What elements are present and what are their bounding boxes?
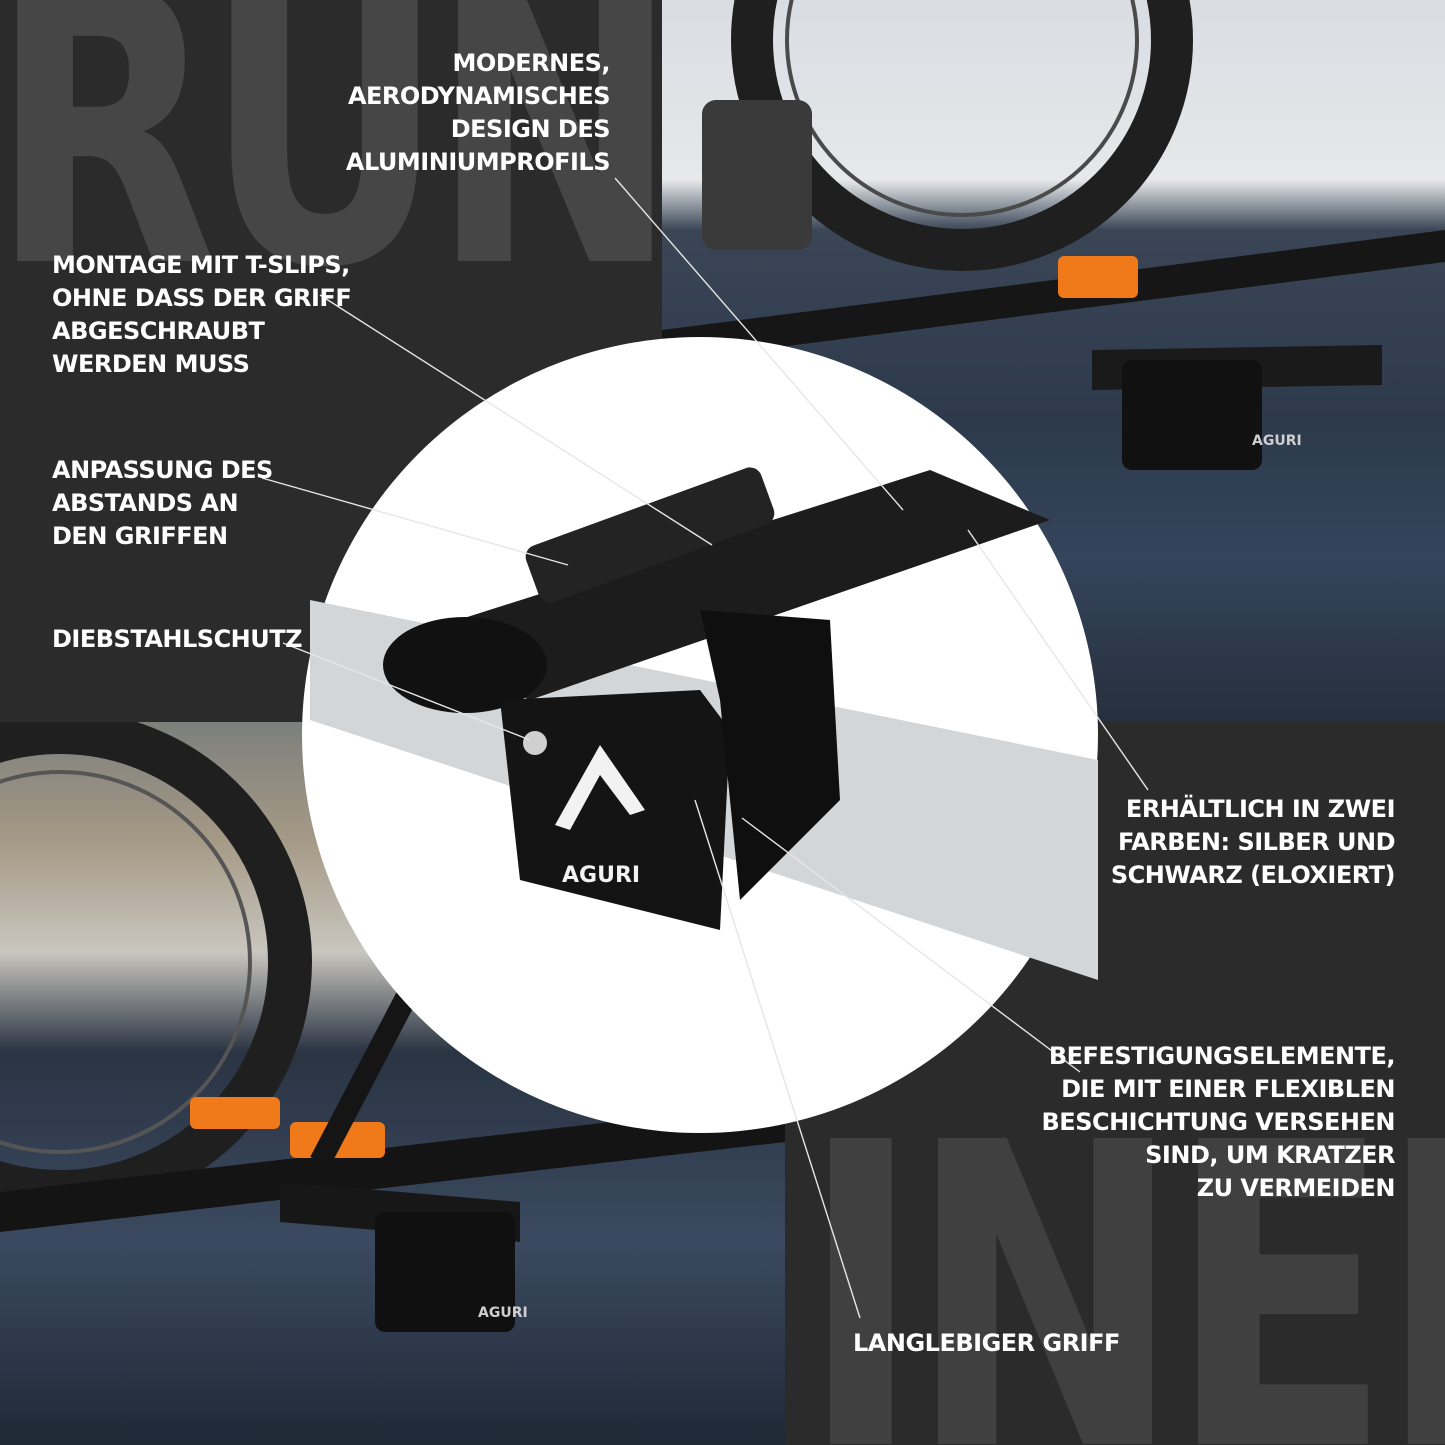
label-spacing: ANPASSUNG DES ABSTANDS AN DEN GRIFFEN xyxy=(52,456,273,550)
label-fasteners: BEFESTIGUNGSELEMENTE, DIE MIT EINER FLEX… xyxy=(1041,1042,1396,1202)
foot-logo-text-rear: AGURI xyxy=(1252,433,1302,449)
roof-rack-foot-rear xyxy=(1122,360,1262,470)
orange-clamp xyxy=(1058,256,1138,298)
crossbar-end-cap xyxy=(383,617,547,713)
anti-theft-lock xyxy=(523,731,547,755)
label-colors: ERHÄLTLICH IN ZWEI FARBEN: SILBER UND SC… xyxy=(1110,795,1396,889)
t-slip-channel xyxy=(525,467,775,603)
bike-carrier-rail xyxy=(0,1102,785,1232)
leader-line-theft xyxy=(282,642,531,741)
foot-logo-text-front: AGURI xyxy=(478,1305,528,1321)
label-mounting: MONTAGE MIT T-SLIPS, OHNE DASS DER GRIFF… xyxy=(52,251,352,378)
leader-line-fasteners xyxy=(741,817,1081,1073)
leader-line-spacing xyxy=(261,477,569,566)
aguri-logo-mark xyxy=(555,745,645,830)
aluminium-crossbar xyxy=(395,470,1050,700)
leader-line-design xyxy=(614,177,904,511)
bike-pedal xyxy=(702,100,812,250)
roof-bike-photo-bottom: AGURI xyxy=(0,710,785,1332)
roof-rack-foot-front xyxy=(375,1212,515,1332)
leader-line-handle xyxy=(694,799,861,1319)
label-theft: DIEBSTAHLSCHUTZ xyxy=(52,625,303,653)
bike-rim xyxy=(0,770,252,1154)
label-handle: LANGLEBIGER GRIFF xyxy=(853,1329,1120,1357)
aguri-logo-text: AGURI xyxy=(562,863,640,888)
orange-clamp xyxy=(190,1097,280,1129)
bike-rim xyxy=(785,0,1139,217)
background-word-top: RUN xyxy=(0,0,679,351)
leader-line-colors xyxy=(967,529,1149,791)
bike-carrier-rail xyxy=(662,230,1445,362)
rack-foot-body xyxy=(700,610,840,900)
leader-line-mounting xyxy=(319,294,713,546)
label-design: MODERNES, AERODYNAMISCHES DESIGN DES ALU… xyxy=(345,49,611,176)
roof-bike-photo-top: AGURI xyxy=(662,0,1445,470)
background-word-bottom: INER xyxy=(800,1055,1445,1445)
bike-tire xyxy=(731,0,1193,271)
rack-foot-handle xyxy=(500,690,730,930)
